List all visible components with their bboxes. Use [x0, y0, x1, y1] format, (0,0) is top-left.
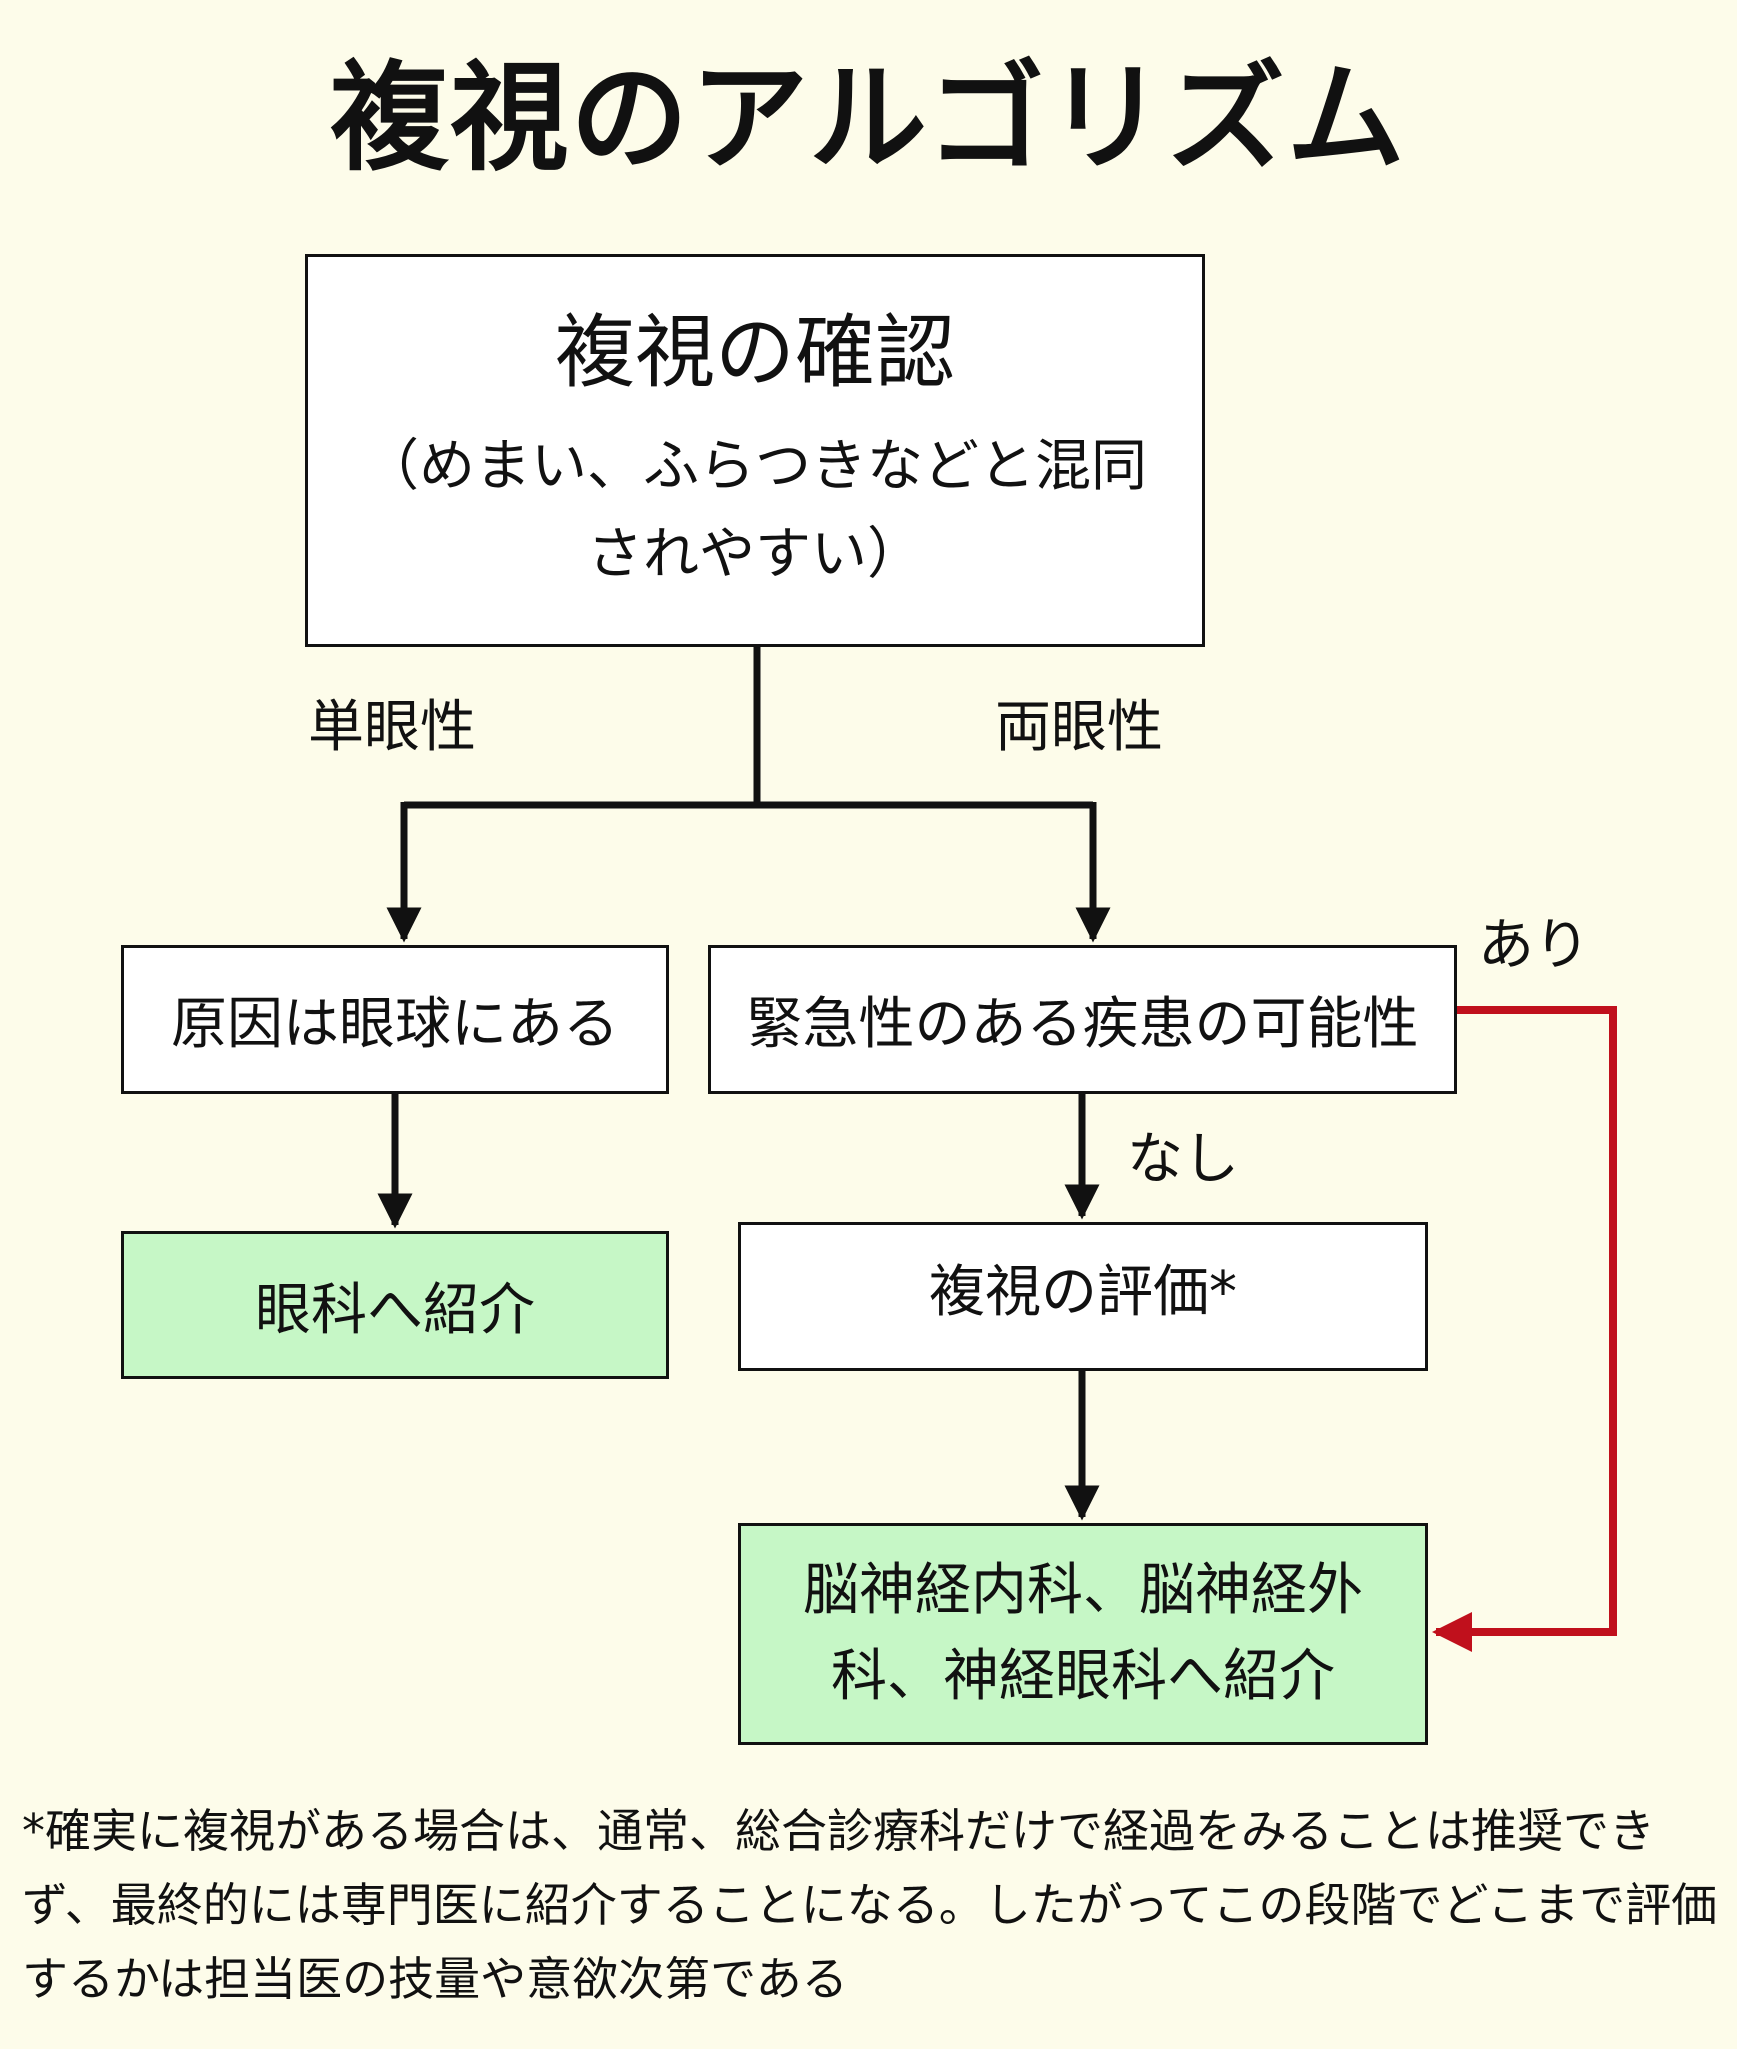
page-title: 複視のアルゴリズム: [330, 49, 1407, 187]
monocular-label: 単眼性: [308, 695, 476, 760]
neuro-referral-node: 脳神経内科、脳神経外科、神経眼科へ紹介: [738, 1523, 1428, 1745]
start-node: 複視の確認 （めまい、ふらつきなどと混同されやすい）: [305, 254, 1205, 647]
start-node-title: 複視の確認: [555, 305, 955, 399]
footnote: *確実に複視がある場合は、通常、総合診療科だけで経過をみることは推奨できず、最終…: [22, 1804, 1718, 2006]
no-label: なし: [1127, 1127, 1239, 1192]
eye-referral-node: 眼科へ紹介: [121, 1231, 669, 1379]
urgent-node: 緊急性のある疾患の可能性: [708, 945, 1457, 1094]
start-node-note: （めまい、ふらつきなどと混同されやすい）: [363, 433, 1147, 587]
binocular-label: 両眼性: [995, 695, 1163, 760]
yes-arrow: [1432, 1006, 1617, 1652]
cause-node: 原因は眼球にある: [121, 945, 669, 1094]
yes-label: あり: [1478, 913, 1590, 978]
evaluation-node: 複視の評価*: [738, 1222, 1428, 1371]
